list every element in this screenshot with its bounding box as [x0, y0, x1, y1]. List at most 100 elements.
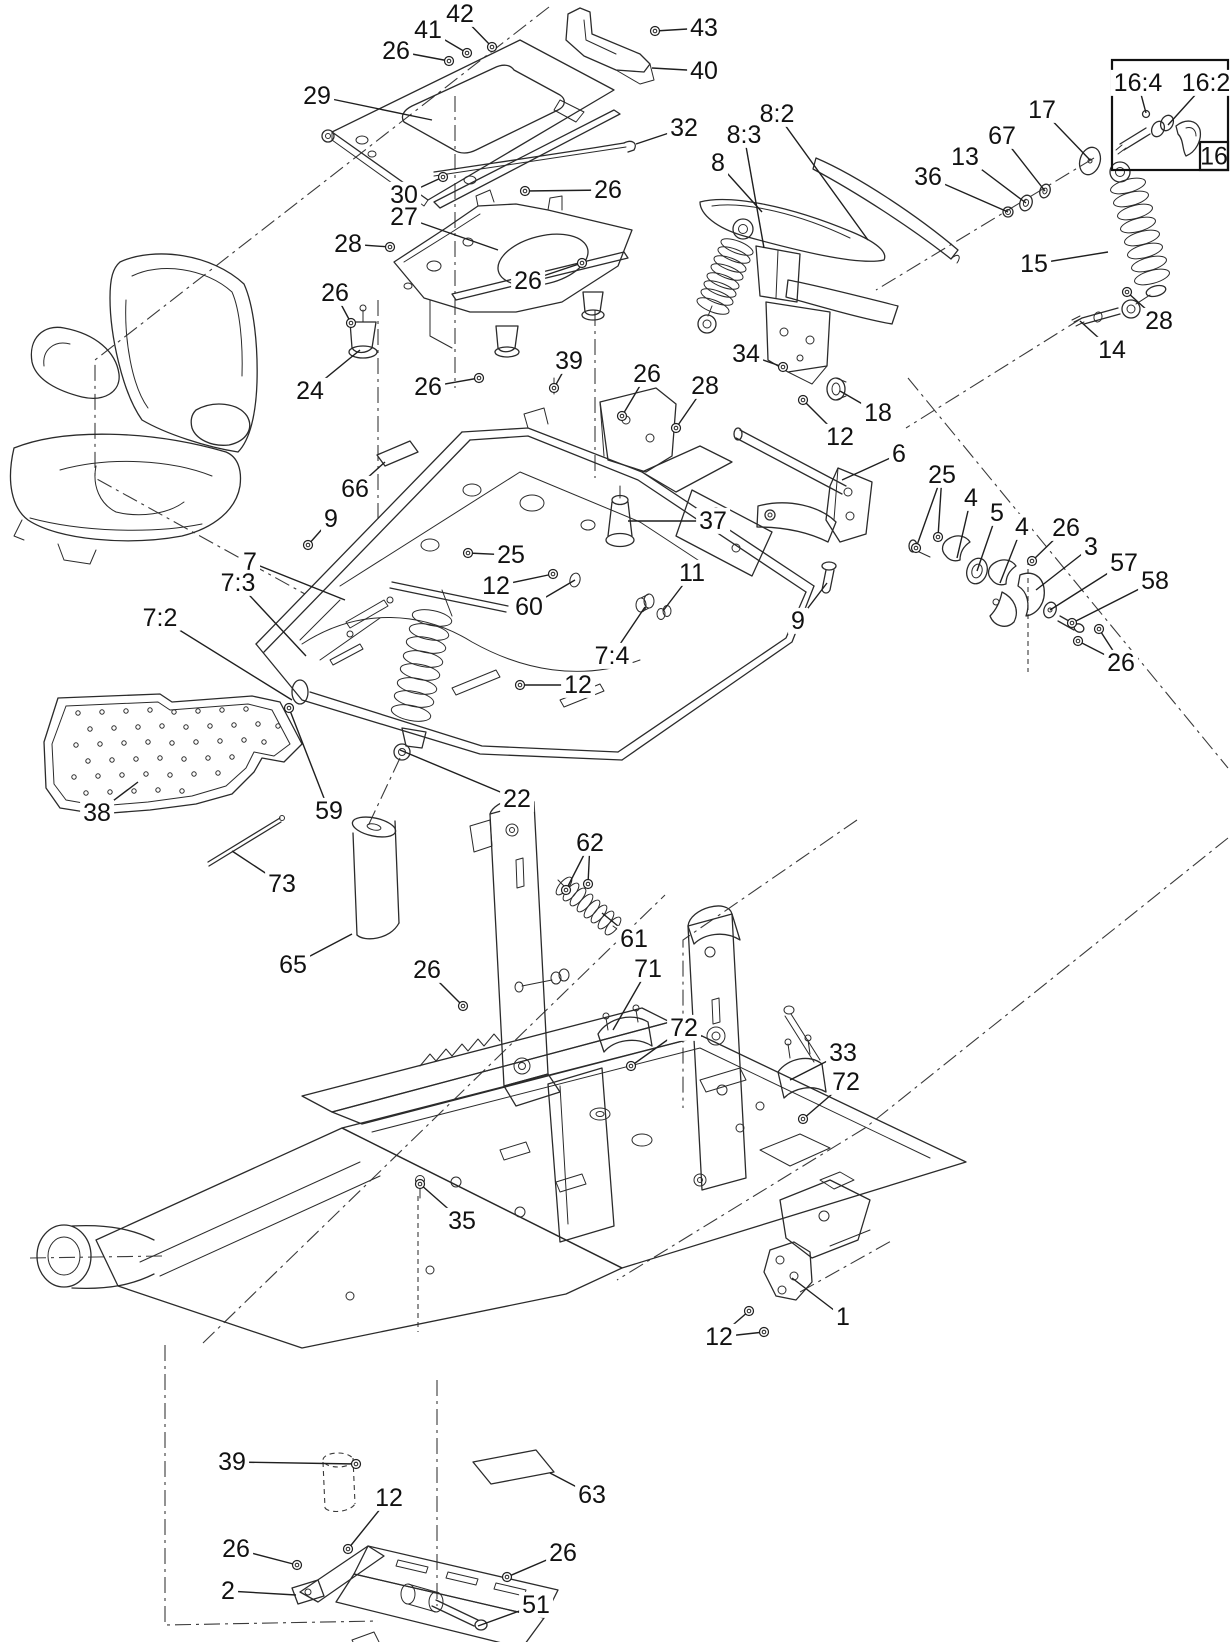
- callout-22: 22: [500, 786, 534, 812]
- fastener-icon-center: [913, 545, 919, 551]
- fastener-icon-center: [1124, 289, 1130, 295]
- fastener-icon: [486, 41, 498, 53]
- decal-63: [472, 1449, 555, 1485]
- callout-39: 39: [215, 1449, 249, 1475]
- fastener-icon-center: [780, 364, 786, 370]
- footrest-38: [43, 693, 303, 815]
- callout-12: 12: [561, 672, 595, 698]
- callout-35: 35: [445, 1208, 479, 1234]
- fastener-icon: [350, 1458, 362, 1470]
- fastener-icon: [625, 1060, 637, 1072]
- callout-28: 28: [331, 231, 365, 257]
- fastener-icon-center: [417, 1181, 423, 1187]
- decal-66: [376, 440, 419, 467]
- callout-13: 13: [948, 144, 982, 170]
- callout-26: 26: [1104, 650, 1138, 676]
- callout-7:2: 7:2: [139, 605, 181, 631]
- callout-27: 27: [387, 204, 421, 230]
- fastener-icon: [342, 1543, 354, 1555]
- fastener-icon: [345, 317, 357, 329]
- callout-73: 73: [265, 871, 299, 897]
- callout-7: 7: [240, 549, 260, 575]
- callout-42: 42: [443, 1, 477, 27]
- callout-30: 30: [387, 182, 421, 208]
- fastener-icon: [283, 702, 295, 714]
- callout-5: 5: [987, 500, 1007, 526]
- fastener-icon: [547, 568, 559, 580]
- callout-4: 4: [961, 485, 981, 511]
- fastener-icon-center: [504, 1574, 510, 1580]
- leader-line-22: [399, 749, 518, 800]
- callout-32: 32: [667, 115, 701, 141]
- callout-28: 28: [688, 373, 722, 399]
- callout-16:4: 16:4: [1110, 70, 1166, 96]
- fastener-icon-center: [517, 682, 523, 688]
- fastener-icon: [797, 1113, 809, 1125]
- fastener-icon-center: [305, 542, 311, 548]
- callout-26: 26: [1049, 515, 1083, 541]
- callout-41: 41: [411, 17, 445, 43]
- fastener-icon-center: [387, 244, 393, 250]
- fastener-icon-center: [585, 881, 591, 887]
- callout-39: 39: [552, 348, 586, 374]
- fastener-icon: [910, 542, 922, 554]
- footrest-perforations: [71, 706, 281, 796]
- callout-72: 72: [829, 1069, 863, 1095]
- rod-32: [433, 140, 636, 177]
- fastener-icon-center: [446, 58, 452, 64]
- fastener-icon-center: [1069, 620, 1075, 626]
- callout-26: 26: [219, 1536, 253, 1562]
- callout-26: 26: [511, 268, 545, 294]
- fastener-icon-center: [550, 571, 556, 577]
- callout-15: 15: [1017, 251, 1051, 277]
- callout-40: 40: [687, 58, 721, 84]
- callout-17: 17: [1025, 97, 1059, 123]
- callout-26: 26: [591, 177, 625, 203]
- callout-65: 65: [276, 952, 310, 978]
- bushing-18: [826, 377, 847, 401]
- fastener-icon: [797, 394, 809, 406]
- fastener-icon: [1121, 286, 1133, 298]
- fastener-icon-center: [294, 1562, 300, 1568]
- fastener-icon: [670, 422, 682, 434]
- bracket-40: [565, 7, 655, 85]
- callout-7:4: 7:4: [591, 643, 633, 669]
- callout-1: 1: [833, 1304, 853, 1330]
- shock-bracket-8: [696, 157, 960, 385]
- callout-34: 34: [729, 341, 763, 367]
- callout-26: 26: [411, 374, 445, 400]
- fastener-icon-center: [465, 550, 471, 556]
- fastener-icon-center: [489, 44, 495, 50]
- callout-36: 36: [911, 164, 945, 190]
- leader-line-8:2: [776, 113, 869, 241]
- callout-2: 2: [218, 1578, 238, 1604]
- callout-12: 12: [823, 424, 857, 450]
- fastener-icon-center: [652, 28, 658, 34]
- callout-67: 67: [985, 123, 1019, 149]
- callout-9: 9: [321, 506, 341, 532]
- fastener-icon-center: [673, 425, 679, 431]
- leader-line-7: [249, 561, 346, 601]
- fastener-icon: [501, 1571, 513, 1583]
- callout-58: 58: [1138, 568, 1172, 594]
- callout-25: 25: [925, 462, 959, 488]
- callout-8: 8: [708, 150, 728, 176]
- fastener-icon: [302, 539, 314, 551]
- fastener-icon: [443, 55, 455, 67]
- fastener-icon-center: [619, 413, 625, 419]
- callout-43: 43: [687, 15, 721, 41]
- fastener-icon: [932, 531, 944, 543]
- callout-7:3: 7:3: [217, 570, 259, 596]
- seat-plate-29: [321, 39, 621, 209]
- fastener-icon: [461, 47, 473, 59]
- callout-59: 59: [312, 798, 346, 824]
- inset-box-16: [1110, 58, 1230, 172]
- callout-61: 61: [617, 926, 651, 952]
- callout-71: 71: [631, 956, 665, 982]
- leader-line-29: [316, 95, 433, 121]
- fastener-icon-center: [746, 1308, 752, 1314]
- fastener-icon-center: [761, 1329, 767, 1335]
- callout-24: 24: [293, 378, 327, 404]
